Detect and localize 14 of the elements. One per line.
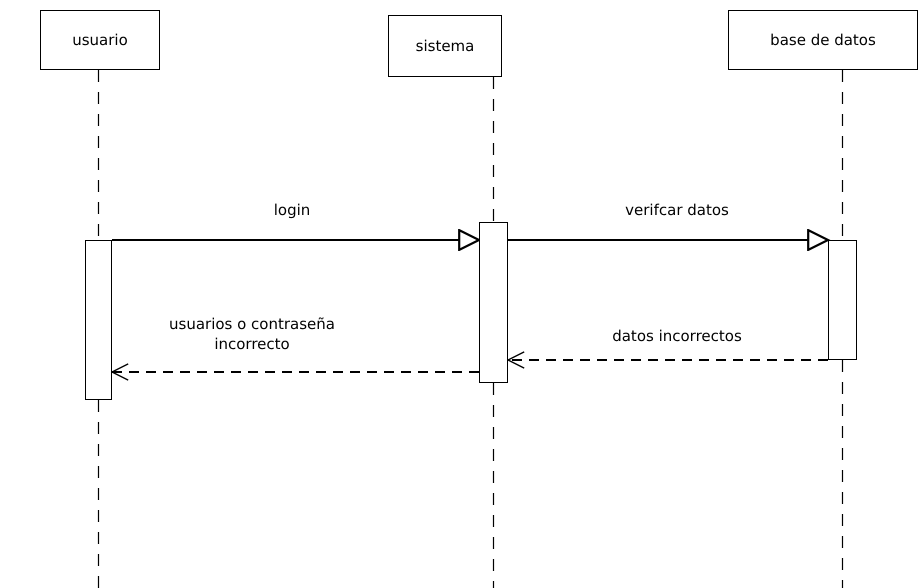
return-message-arrow (507, 351, 828, 369)
actor-box: usuario (40, 10, 160, 70)
lifeline (842, 360, 844, 588)
lifeline (492, 77, 494, 222)
activation-bar (479, 222, 508, 383)
activation-bar (85, 240, 112, 400)
actor-box: sistema (388, 15, 502, 77)
lifeline (98, 400, 100, 588)
message-arrow (112, 229, 480, 251)
actor-box: base de datos (728, 10, 918, 70)
activation-bar (828, 240, 857, 360)
return-message-arrow (111, 363, 479, 381)
lifeline (492, 383, 494, 588)
message-arrow (508, 229, 830, 251)
